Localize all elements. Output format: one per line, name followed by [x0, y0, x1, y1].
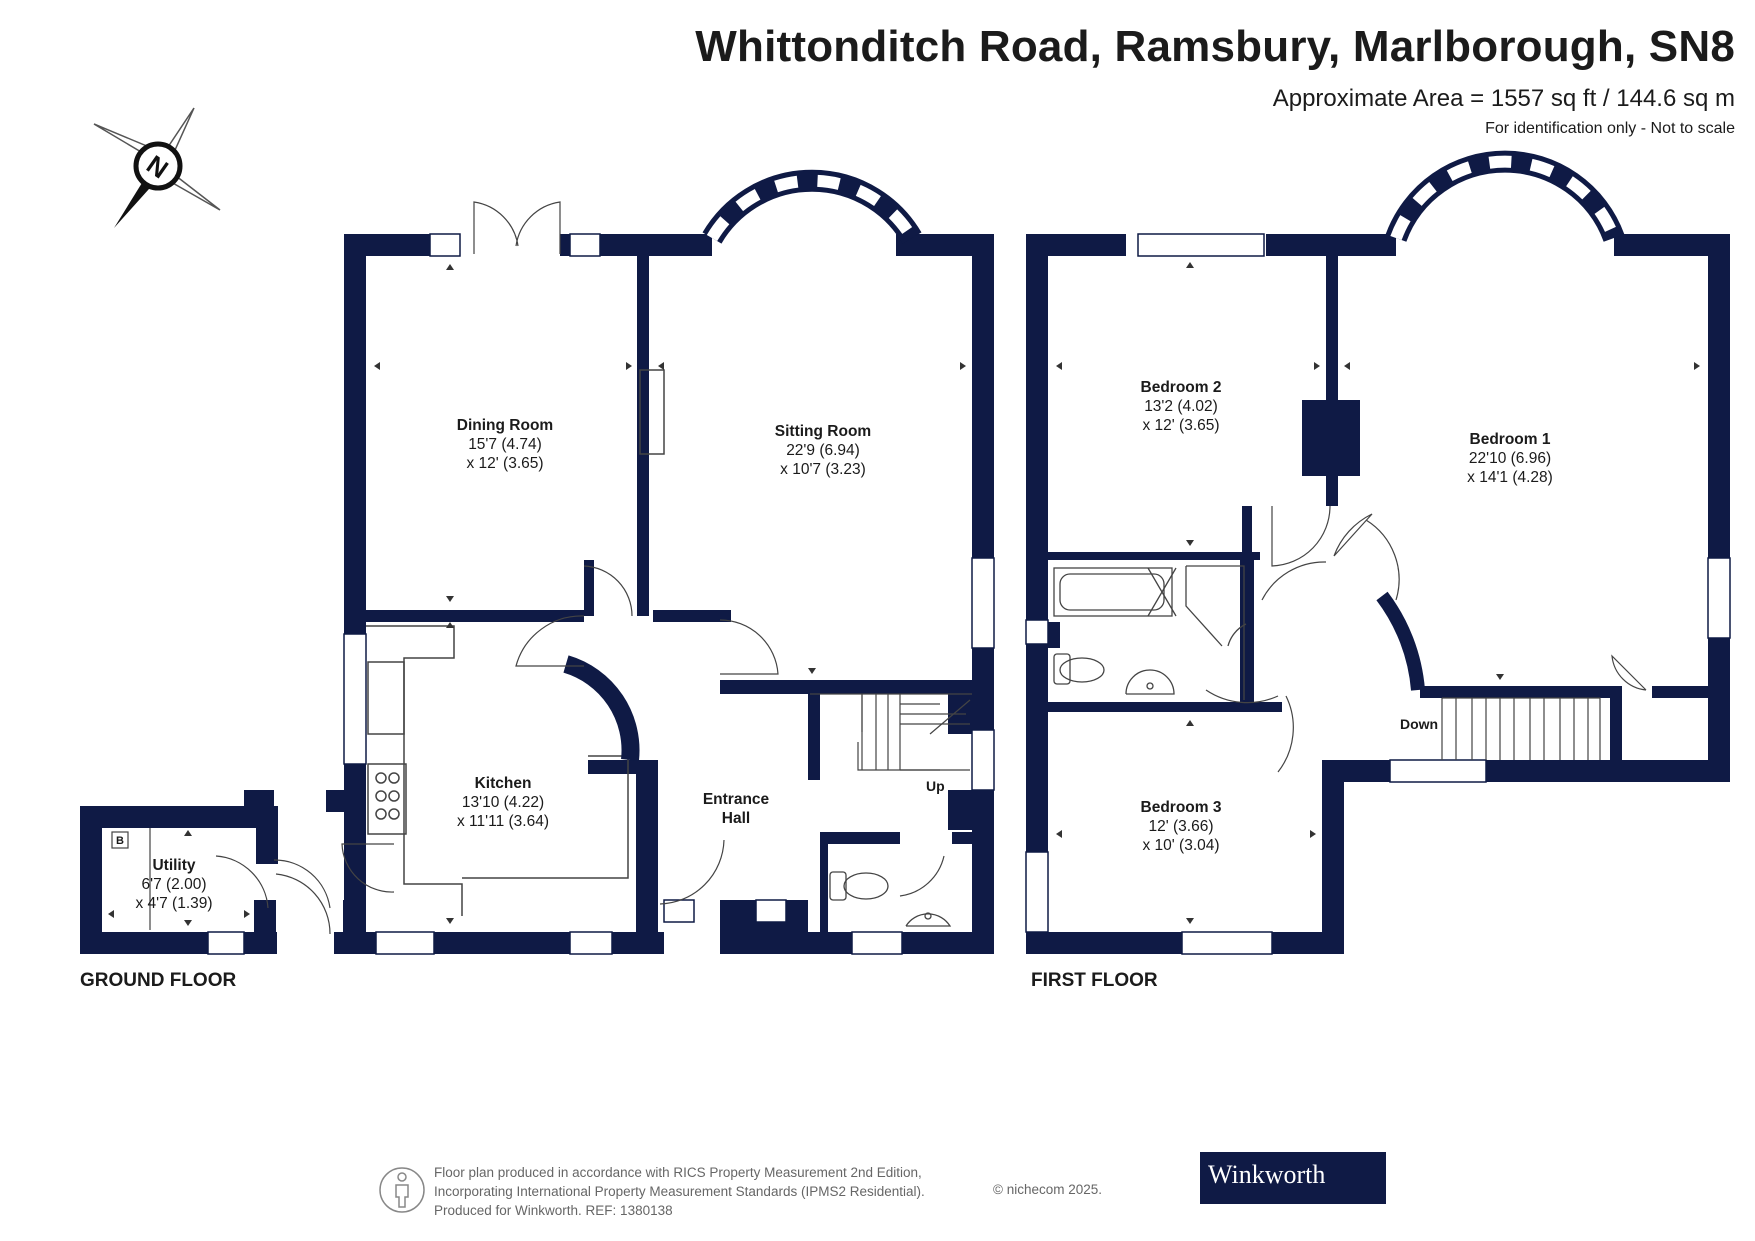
- room-dimension: 12' (3.66): [1148, 818, 1214, 835]
- stairs-first-floor: [1441, 697, 1601, 760]
- kitchen-fixtures: [366, 369, 665, 916]
- windows-first-floor: [1025, 233, 1731, 955]
- doors-first-floor: [1205, 505, 1647, 773]
- room-label-dining-room: Dining Room 15'7 (4.74) x 12' (3.65): [457, 416, 553, 473]
- room-label-bedroom-1: Bedroom 1 22'10 (6.96) x 14'1 (4.28): [1467, 430, 1553, 487]
- room-dimension: x 4'7 (1.39): [135, 895, 213, 912]
- footer-line: Incorporating International Property Mea…: [434, 1184, 925, 1199]
- room-dimension: x 14'1 (4.28): [1467, 469, 1553, 486]
- room-dimension: x 12' (3.65): [466, 455, 544, 472]
- room-dimension: x 10'7 (3.23): [780, 461, 866, 478]
- room-dimension: x 10' (3.04): [1142, 837, 1220, 854]
- bay-window-sitting-room: [702, 169, 922, 244]
- curved-wall: [563, 655, 640, 761]
- stairs-up-label: Up: [926, 778, 945, 794]
- page-title: Whittonditch Road, Ramsbury, Marlborough…: [695, 22, 1735, 71]
- room-dimension: 6'7 (2.00): [141, 876, 207, 893]
- area-summary: Approximate Area = 1557 sq ft / 144.6 sq…: [1272, 85, 1735, 112]
- stairs-ground-floor: [810, 693, 972, 771]
- room-label-kitchen: Kitchen 13'10 (4.22) x 11'11 (3.64): [457, 774, 549, 831]
- room-name: Bedroom 3: [1140, 799, 1222, 816]
- room-dimension: x 11'11 (3.64): [457, 813, 549, 830]
- bathroom-fixtures: [1053, 565, 1247, 700]
- walls-first-floor: [1026, 234, 1730, 954]
- curved-wall-first: [1376, 591, 1425, 691]
- room-label-sitting-room: Sitting Room 22'9 (6.94) x 10'7 (3.23): [775, 422, 871, 479]
- room-dimension: 22'10 (6.96): [1468, 450, 1552, 467]
- room-name: Entrance: [702, 791, 770, 808]
- floor-label-first: FIRST FLOOR: [1031, 970, 1158, 991]
- room-name: Sitting Room: [774, 423, 872, 440]
- footer-line: Produced for Winkworth. REF: 1380138: [434, 1203, 673, 1218]
- copyright-text: © nichecom 2025.: [993, 1182, 1103, 1197]
- dimension-markers: [108, 262, 1700, 926]
- bay-window-bedroom-1: [1385, 150, 1625, 242]
- room-name: Kitchen: [474, 775, 532, 792]
- room-dimension: 22'9 (6.94): [786, 442, 860, 459]
- room-dimension: 15'7 (4.74): [468, 436, 542, 453]
- room-name: Hall: [721, 810, 751, 827]
- room-dimension: 13'10 (4.22): [461, 794, 545, 811]
- utility-fixtures: [111, 828, 269, 930]
- room-dimension: 13'2 (4.02): [1144, 398, 1218, 415]
- doors-ground-floor: [273, 201, 945, 935]
- room-name: Bedroom 2: [1140, 379, 1222, 396]
- room-label-entrance-hall: Entrance Hall: [703, 790, 769, 828]
- winkworth-logo: Winkworth: [1200, 1152, 1386, 1204]
- windows-ground-floor: [207, 233, 995, 955]
- room-name: Bedroom 1: [1469, 431, 1551, 448]
- boiler-label: B: [116, 835, 124, 847]
- walls-ground-floor: [80, 234, 994, 954]
- compass-icon: N: [93, 107, 221, 228]
- footer-line: Floor plan produced in accordance with R…: [434, 1165, 922, 1180]
- logo-text: Winkworth: [1208, 1160, 1326, 1189]
- room-dimension: x 12' (3.65): [1142, 417, 1220, 434]
- room-label-bedroom-2: Bedroom 2 13'2 (4.02) x 12' (3.65): [1141, 378, 1222, 435]
- room-name: Utility: [152, 857, 196, 874]
- room-label-bedroom-3: Bedroom 3 12' (3.66) x 10' (3.04): [1141, 798, 1222, 855]
- person-info-icon: [379, 1167, 425, 1213]
- stairs-down-label: Down: [1400, 716, 1439, 732]
- footer-notes: Floor plan produced in accordance with R…: [434, 1163, 925, 1220]
- disclaimer-text: For identification only - Not to scale: [1485, 120, 1735, 137]
- room-name: Dining Room: [456, 417, 554, 434]
- room-label-utility: Utility 6'7 (2.00) x 4'7 (1.39): [135, 856, 212, 913]
- floor-label-ground: GROUND FLOOR: [80, 970, 237, 991]
- wc-fixtures-ground: [829, 871, 952, 927]
